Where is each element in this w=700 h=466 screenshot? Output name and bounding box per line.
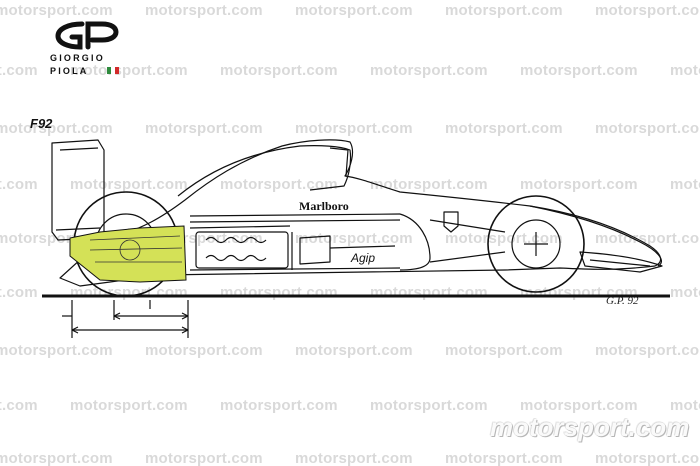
car-nose xyxy=(529,205,662,267)
flag-stripe-green xyxy=(107,67,111,74)
sponsor-logo-text: Marlboro xyxy=(299,199,349,213)
car-body-outline xyxy=(59,139,662,287)
model-label: F92 xyxy=(30,116,53,131)
brand-watermark: motorsport.com xyxy=(490,412,690,442)
ferrari-shield-icon xyxy=(443,211,459,233)
gp-logo-mark-icon xyxy=(55,21,119,50)
front-wing xyxy=(579,251,663,273)
logo-text-last-name: PIOLA xyxy=(50,66,89,76)
flag-stripe-red xyxy=(115,67,119,74)
sponsor-logo-text: Agip xyxy=(351,251,376,265)
giorgio-piola-logo: GIORGIO PIOLA xyxy=(48,20,138,90)
italian-flag-icon xyxy=(107,67,119,74)
flag-stripe-white xyxy=(111,67,115,74)
artist-signature: G.P. 92 xyxy=(606,295,639,307)
front-wheel xyxy=(487,195,585,293)
airbox xyxy=(177,145,352,197)
logo-text-first-name: GIORGIO xyxy=(50,53,105,63)
gearbox-highlight xyxy=(69,225,187,283)
